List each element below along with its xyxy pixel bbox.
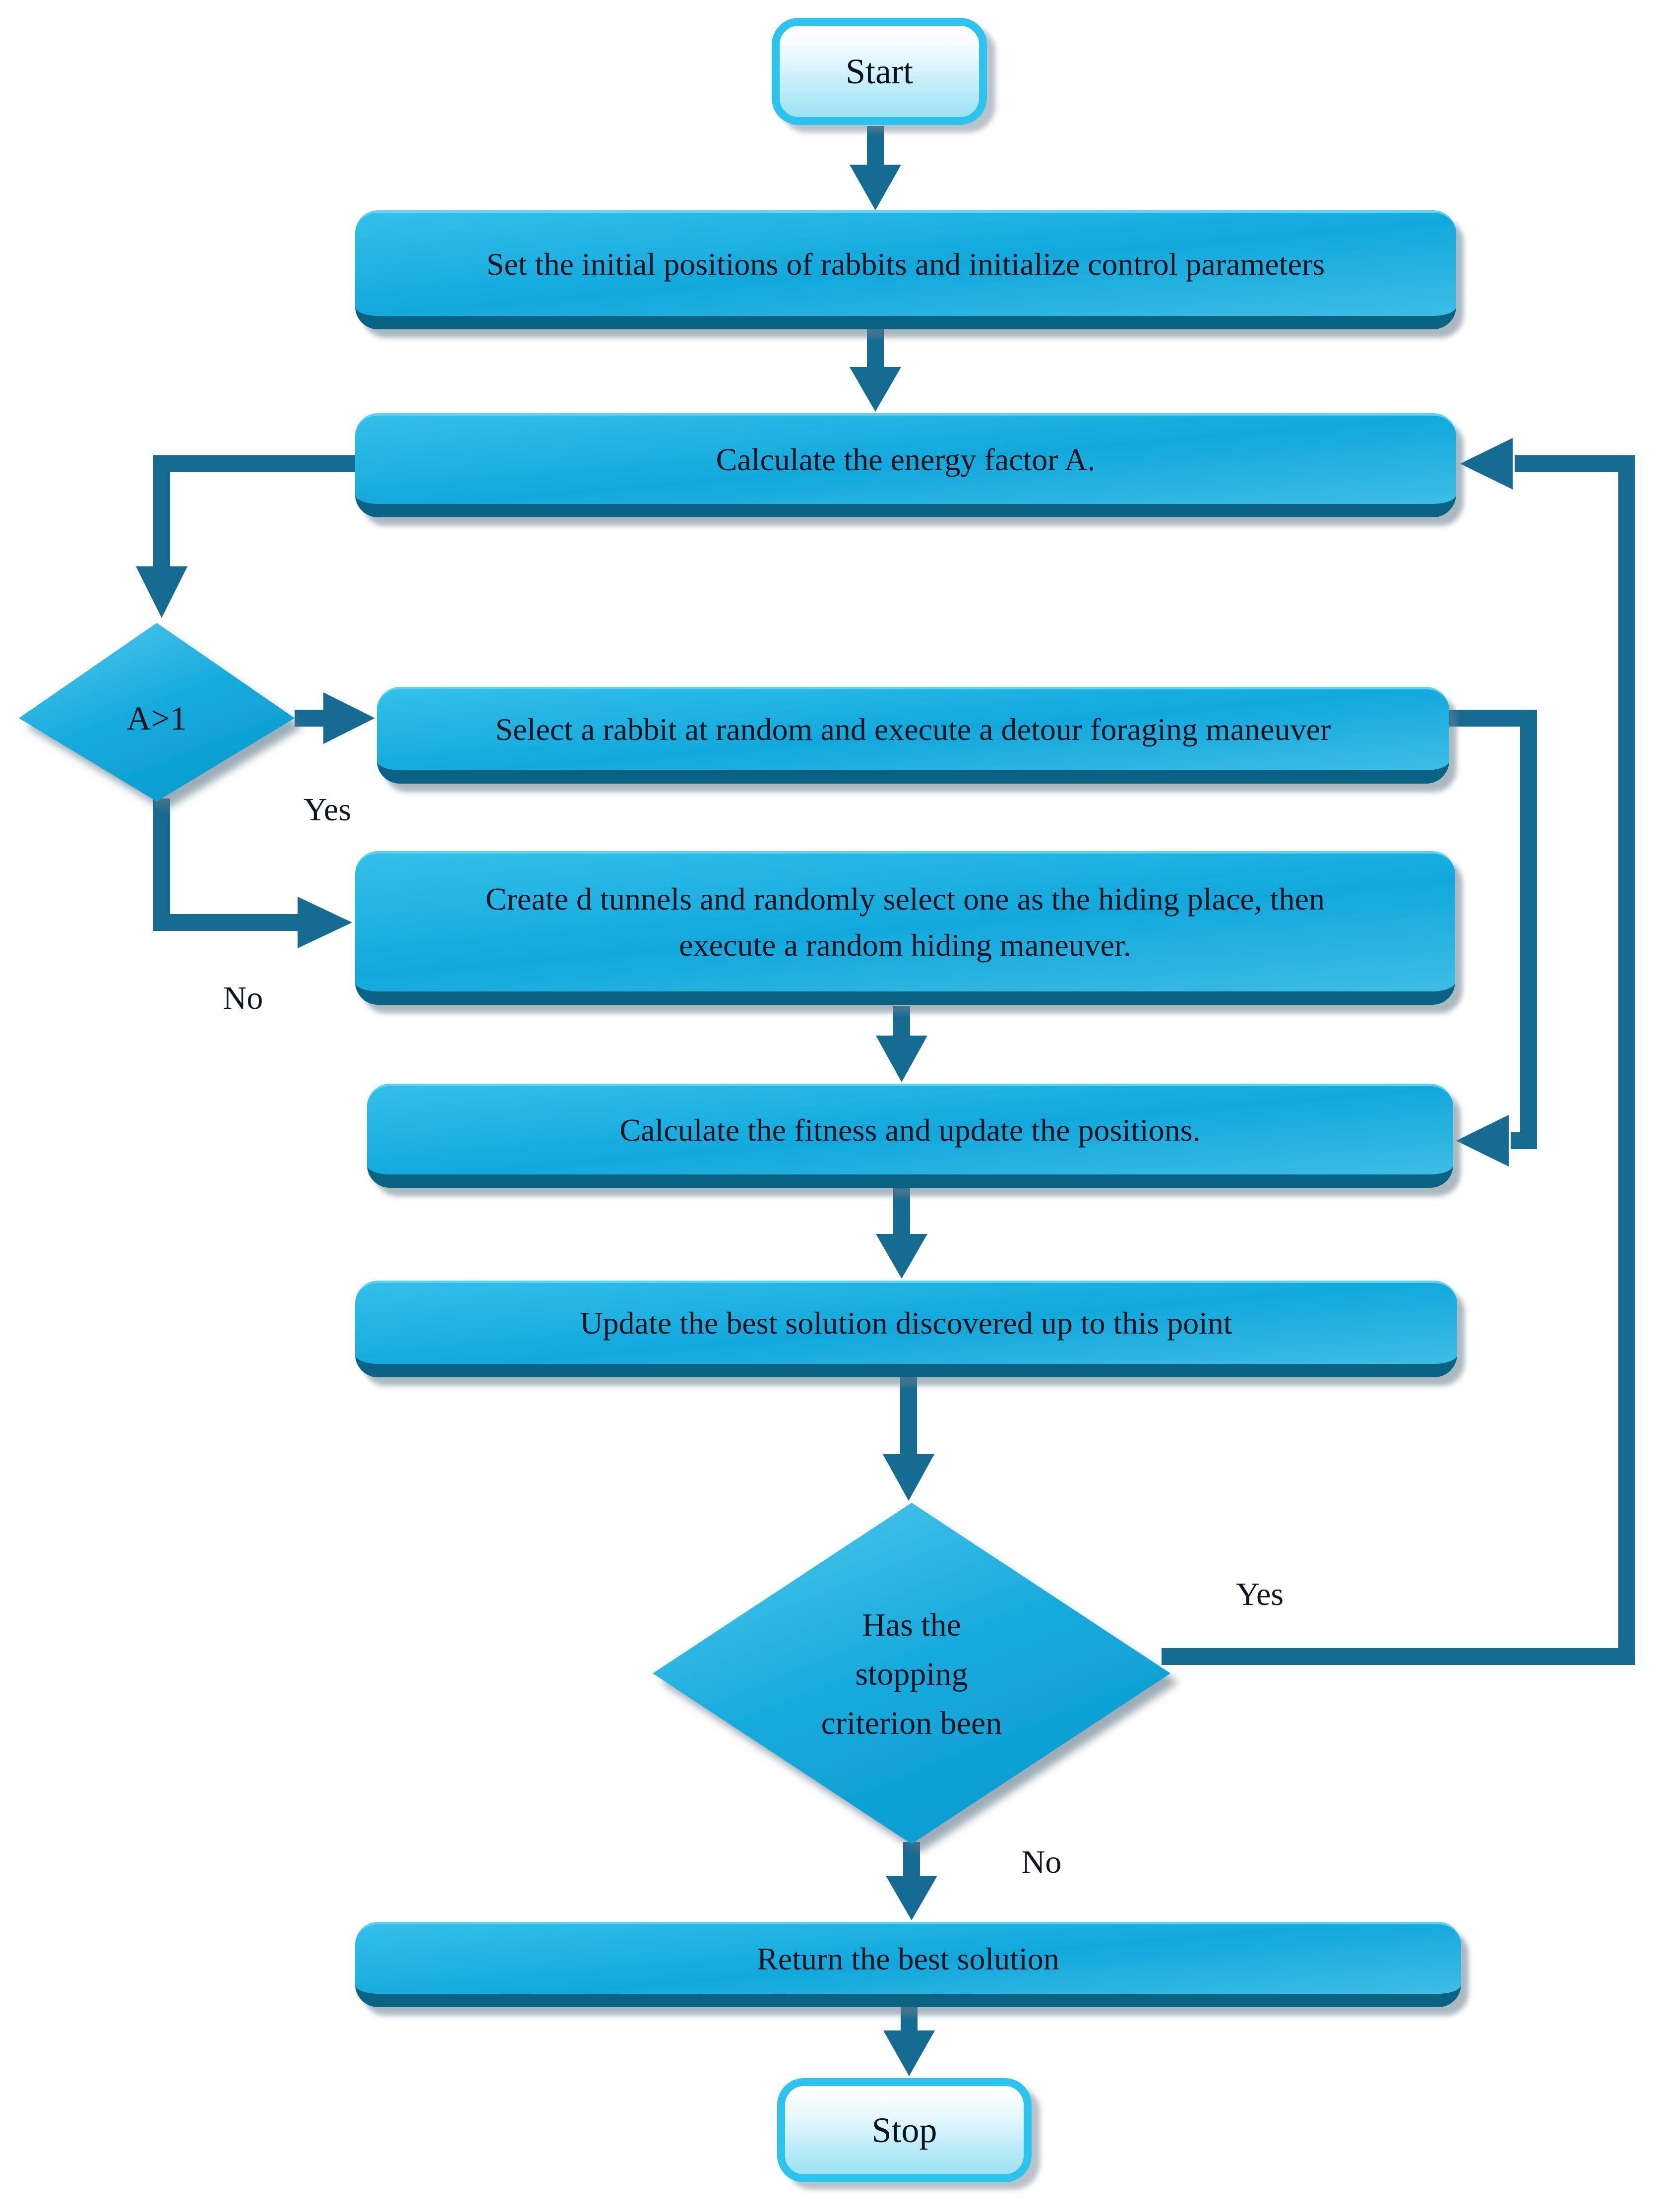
edge-stopping-yes-loop	[1162, 455, 1635, 1665]
arrowhead-return-to-stop	[883, 2030, 935, 2076]
arrowhead-energy-to-decision	[136, 566, 187, 618]
detour-foraging-node: Select a rabbit at random and execute a …	[377, 687, 1449, 784]
best-solution-update-label: Update the best solution discovered up t…	[580, 1305, 1232, 1341]
arrowhead-hiding-to-fitness	[876, 1036, 927, 1082]
energy-decision-label: A>1	[126, 699, 187, 737]
fitness-update-label: Calculate the fitness and update the pos…	[619, 1112, 1201, 1148]
arrowhead-decision-no	[298, 897, 352, 948]
start-node: Start	[772, 18, 987, 125]
stopping-yes-label: Yes	[1235, 1576, 1284, 1612]
arrowhead-fitness-to-best	[876, 1234, 927, 1279]
return-best-node: Return the best solution	[355, 1922, 1461, 2007]
arrowhead-detour-to-fitness	[1456, 1115, 1509, 1167]
stop-label: Stop	[871, 2110, 937, 2150]
energy-decision-diamond	[19, 623, 295, 801]
arrowhead-start-to-init	[850, 165, 901, 210]
energy-factor-label: Calculate the energy factor A.	[716, 441, 1096, 477]
return-best-label: Return the best solution	[757, 1941, 1059, 1976]
init-positions-node: Set the initial positions of rabbits and…	[355, 210, 1456, 329]
detour-foraging-label: Select a rabbit at random and execute a …	[495, 712, 1331, 747]
best-solution-update-node: Update the best solution discovered up t…	[355, 1281, 1457, 1377]
random-hiding-node: Create d tunnels and randomly select one…	[355, 851, 1455, 1005]
edge-energy-to-decision	[153, 455, 355, 568]
start-label: Start	[846, 51, 913, 91]
stop-node: Stop	[777, 2078, 1032, 2182]
stopping-decision-label: Has the stopping criterion been	[821, 1606, 1002, 1741]
stopping-decision-diamond	[653, 1503, 1170, 1844]
random-hiding-label: Create d tunnels and randomly select one…	[486, 881, 1325, 963]
edge-decision-no	[153, 799, 300, 931]
arrowhead-stopping-no	[886, 1876, 937, 1920]
energy-yes-label: Yes	[303, 792, 352, 828]
edge-detour-to-fitness	[1447, 710, 1537, 1149]
energy-factor-node: Calculate the energy factor A.	[355, 413, 1456, 517]
fitness-update-node: Calculate the fitness and update the pos…	[367, 1084, 1453, 1188]
arrowhead-best-to-stopping	[883, 1454, 934, 1501]
stopping-no-label: No	[1021, 1844, 1062, 1880]
arrowhead-init-to-energy	[850, 367, 901, 412]
arrowhead-decision-yes	[323, 692, 375, 744]
arrowhead-stopping-yes-loop	[1460, 438, 1513, 490]
init-positions-label: Set the initial positions of rabbits and…	[486, 246, 1325, 282]
energy-no-label: No	[223, 980, 263, 1016]
